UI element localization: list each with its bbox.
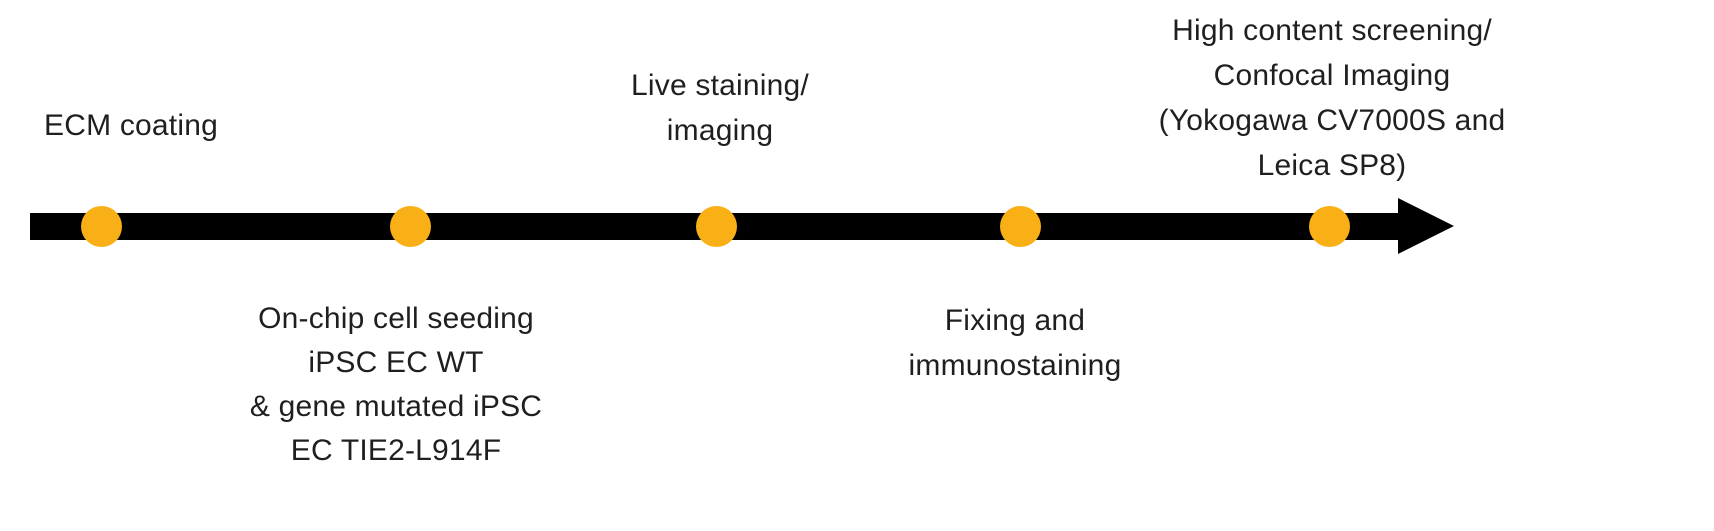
step-label-fixing-immunostaining: Fixing and immunostaining — [908, 304, 1122, 382]
timeline-dot-high-content-screening — [1309, 206, 1350, 247]
timeline-arrowhead-icon — [1398, 198, 1454, 254]
step-label-ecm-coating: ECM coating — [44, 109, 218, 142]
step-label-high-content-screening: High content screening/ Confocal Imaging… — [1158, 14, 1506, 182]
step-label-live-staining: Live staining/ imaging — [631, 69, 809, 147]
timeline-dot-live-staining — [696, 206, 737, 247]
step-label-cell-seeding: On-chip cell seeding iPSC EC WT & gene m… — [249, 302, 543, 467]
timeline-dot-cell-seeding — [390, 206, 431, 247]
timeline-dot-ecm-coating — [81, 206, 122, 247]
timeline-dot-fixing-immunostaining — [1000, 206, 1041, 247]
